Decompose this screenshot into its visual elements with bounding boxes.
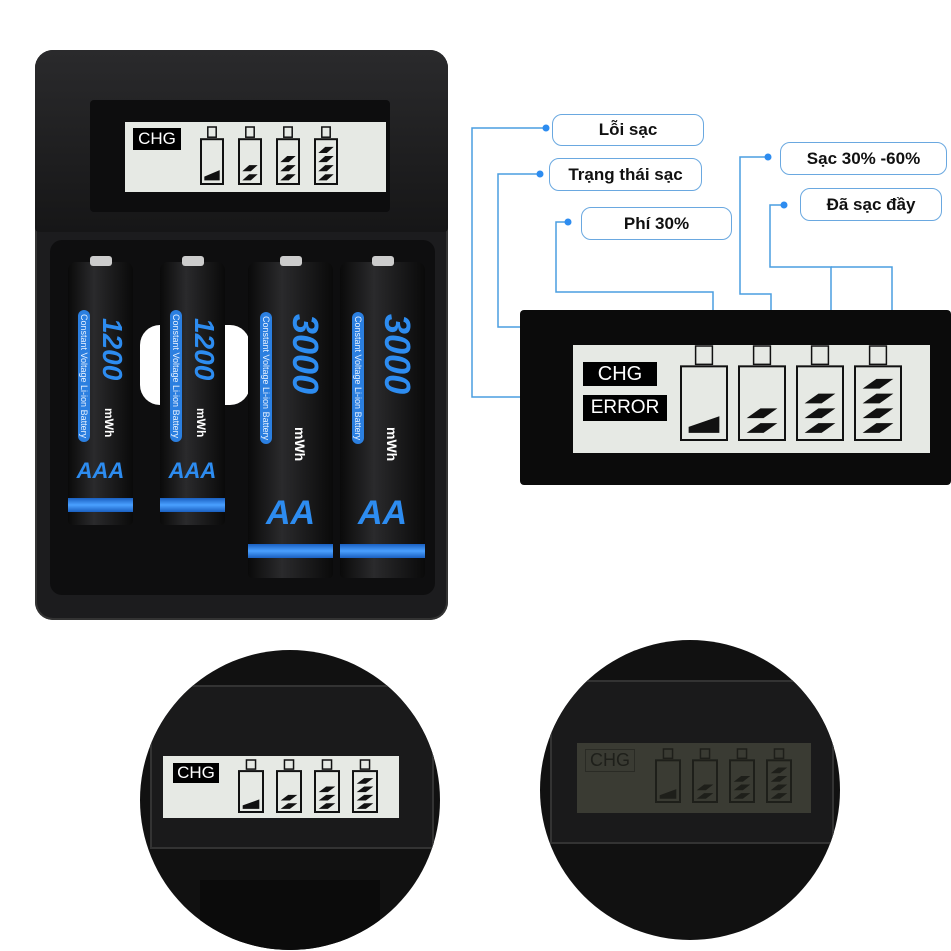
closeup-lcd-lit: CHG	[163, 756, 399, 818]
callout-charge-30-60: Sạc 30% -60%	[780, 142, 947, 175]
battery-level-icon	[655, 748, 681, 803]
battery-level-icon	[738, 345, 786, 442]
battery-level-icon	[314, 759, 340, 814]
battery-aaa: Constant Voltage Li-ion Battery 1200 mWh…	[160, 256, 225, 525]
battery-unit: mWh	[102, 408, 116, 438]
closeup-battery-icons	[238, 759, 378, 814]
battery-level-icon	[796, 345, 844, 442]
battery-level-icon	[238, 126, 262, 185]
battery-type: AAA	[168, 458, 217, 483]
unlit-display-closeup: CHG	[540, 640, 840, 940]
callout-fully-charged: Đã sạc đầy	[800, 188, 942, 221]
callout-charge-30: Phí 30%	[581, 207, 732, 240]
error-indicator: ERROR	[583, 395, 667, 421]
battery-aa: Constant Voltage Li-ion Battery 3000 mWh…	[248, 256, 333, 578]
battery-type: AA	[357, 494, 408, 532]
battery-level-icon	[276, 759, 302, 814]
battery-level-icon	[276, 126, 300, 185]
callout-error: Lỗi sạc	[552, 114, 704, 146]
battery-level-icon	[200, 126, 224, 185]
battery-level-icon	[314, 126, 338, 185]
closeup-lcd-unlit: CHG	[577, 743, 811, 813]
chg-indicator: CHG	[133, 128, 181, 150]
battery-unit: mWh	[292, 427, 308, 462]
battery-capacity: 1200	[97, 318, 128, 381]
battery-capacity: 3000	[377, 314, 418, 395]
battery-capacity: 3000	[285, 314, 326, 395]
battery-level-icon	[854, 345, 902, 442]
battery-type: AAA	[76, 458, 125, 483]
lcd-detail-battery-icons	[680, 345, 902, 442]
battery-subtitle: Constant Voltage Li-ion Battery	[352, 312, 364, 445]
battery-aa: Constant Voltage Li-ion Battery 3000 mWh…	[340, 256, 425, 578]
battery-level-icon	[766, 748, 792, 803]
lcd-screen: CHG	[125, 122, 386, 192]
battery-level-icon	[680, 345, 728, 442]
lcd-battery-icons	[200, 126, 338, 185]
closeup-battery-icons-unlit	[655, 748, 792, 803]
battery-aaa: Constant Voltage Li-ion Battery 1200 mWh…	[68, 256, 133, 525]
battery-level-icon	[729, 748, 755, 803]
battery-unit: mWh	[384, 427, 400, 462]
battery-unit: mWh	[194, 408, 208, 438]
callout-charging-status: Trạng thái sạc	[549, 158, 702, 191]
lit-display-closeup: CHG	[140, 650, 440, 950]
battery-level-icon	[238, 759, 264, 814]
battery-subtitle: Constant Voltage Li-ion Battery	[78, 310, 90, 443]
battery-subtitle: Constant Voltage Li-ion Battery	[170, 310, 182, 443]
chg-indicator-large: CHG	[583, 362, 657, 386]
closeup-chg: CHG	[173, 763, 219, 783]
closeup-chg-unlit: CHG	[585, 749, 635, 772]
battery-type: AA	[265, 494, 316, 532]
battery-level-icon	[692, 748, 718, 803]
battery-subtitle: Constant Voltage Li-ion Battery	[260, 312, 272, 445]
battery-level-icon	[352, 759, 378, 814]
battery-capacity: 1200	[189, 318, 220, 381]
